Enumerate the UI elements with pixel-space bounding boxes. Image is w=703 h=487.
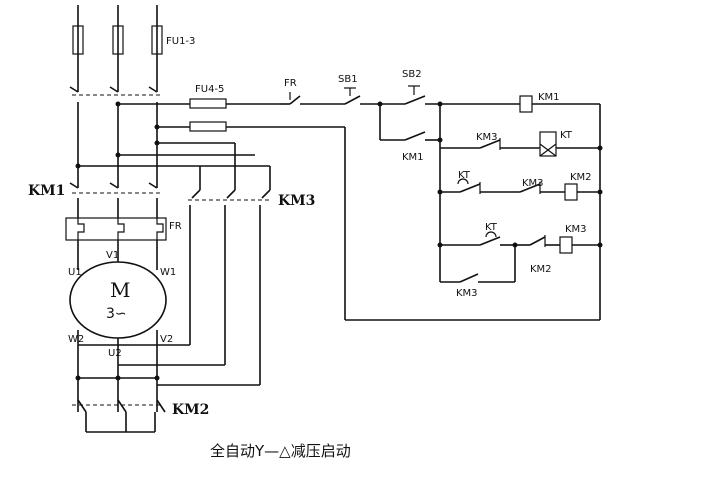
fuse-fu3 (151, 25, 163, 55)
control-taps (118, 98, 600, 321)
fuse-fu5 (189, 121, 227, 132)
label-km1-main: KM1 (28, 183, 65, 199)
km2-main-contacts (72, 399, 166, 433)
label-km3-nc2: KM3 (522, 178, 544, 189)
label-km2-main: KM2 (172, 402, 209, 418)
label-w1: W1 (160, 267, 176, 278)
km2-coil (564, 183, 578, 201)
fuse-fu2 (112, 25, 124, 55)
km1-coil (519, 95, 533, 113)
label-motor-3: 3∽ (106, 306, 127, 322)
label-km3-main: KM3 (278, 193, 315, 209)
km1-main-contacts (69, 182, 160, 218)
label-u2: U2 (108, 348, 122, 359)
label-sb2: SB2 (402, 69, 422, 80)
label-km2-nc: KM2 (530, 264, 552, 275)
km3-coil (559, 236, 573, 254)
label-km2-coil: KM2 (570, 172, 592, 183)
label-kt-delay1: KT (458, 170, 471, 181)
label-km3-contact: KM3 (456, 288, 478, 299)
label-fu4: FU4-5 (195, 84, 224, 95)
label-km1-coil: KM1 (538, 92, 560, 103)
labels: FU1-3 FU4-5 FR SB1 SB2 KM1 KM3 KT KM1 KT… (28, 36, 592, 460)
label-fu1: FU1-3 (166, 36, 195, 47)
km3-main-contacts (75, 142, 272, 386)
label-kt-delay2: KT (485, 222, 498, 233)
control-circuit (280, 85, 603, 320)
fuse-fu1 (72, 25, 84, 55)
label-sb1: SB1 (338, 74, 358, 85)
main-power-lines (69, 5, 163, 188)
label-km1-contact: KM1 (402, 152, 424, 163)
diagram-caption: 全自动Y—△减压启动 (210, 442, 351, 460)
label-w2: W2 (68, 334, 84, 345)
label-u1: U1 (68, 267, 82, 278)
label-km3-nc: KM3 (476, 132, 498, 143)
label-fr-top: FR (284, 78, 297, 89)
fuse-fu4 (189, 98, 227, 109)
label-v2: V2 (160, 334, 173, 345)
kt-coil (539, 131, 557, 157)
label-motor-m: M (110, 278, 130, 302)
label-km3-coil: KM3 (565, 224, 587, 235)
fr-thermal-relay (65, 217, 167, 270)
label-kt-coil: KT (560, 130, 573, 141)
label-v1: V1 (106, 250, 119, 261)
motor (69, 261, 167, 412)
label-fr-main: FR (169, 221, 182, 232)
